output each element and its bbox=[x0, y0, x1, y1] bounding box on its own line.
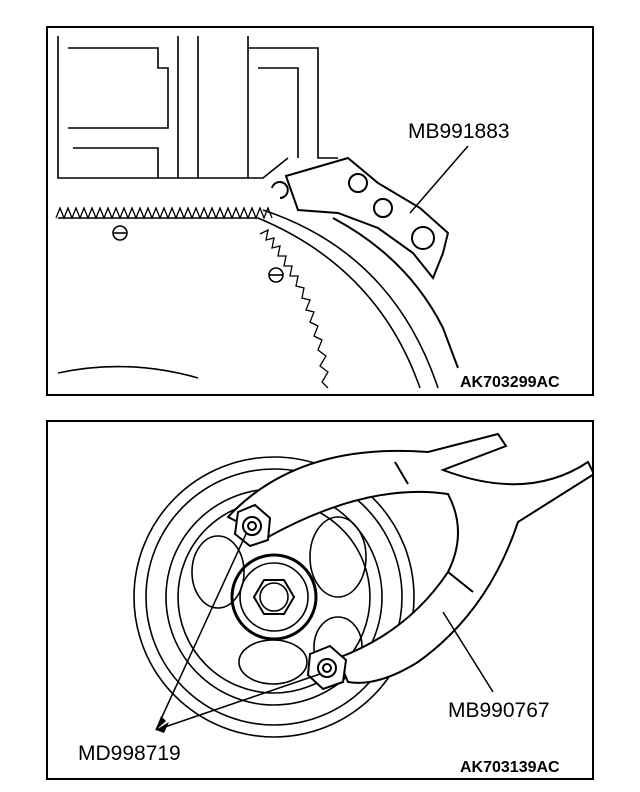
center-bolt-head bbox=[252, 579, 296, 615]
figure-pulley-holder: MB990767 MD998719 AK703139AC bbox=[46, 420, 594, 780]
arrowhead bbox=[156, 716, 166, 730]
ring-gear-inner bbox=[257, 217, 421, 389]
label-mb990767: MB990767 bbox=[448, 699, 550, 722]
pulley-outer-ring bbox=[133, 456, 415, 738]
ring-gear-teeth bbox=[55, 206, 329, 389]
leader-line-mb990767 bbox=[442, 611, 494, 693]
flywheel-stopper-drawing: MB991883 AK703299AC bbox=[55, 36, 560, 391]
arrowhead bbox=[156, 722, 169, 733]
label-mb991883: MB991883 bbox=[408, 120, 510, 143]
label-md998719: MD998719 bbox=[78, 742, 181, 765]
pulley-opening bbox=[309, 516, 367, 598]
pulley-holder-tool bbox=[226, 432, 592, 691]
pulley-opening bbox=[238, 639, 308, 685]
pulley-opening bbox=[191, 535, 245, 609]
flywheel-lower-arc bbox=[57, 365, 199, 379]
stopper-tool bbox=[271, 156, 459, 369]
figure-flywheel-stopper: MB991883 AK703299AC bbox=[46, 26, 594, 396]
figure-code-top: AK703299AC bbox=[460, 374, 560, 391]
leader-line-mb991883 bbox=[409, 145, 469, 214]
leader-line-pin-lower bbox=[155, 673, 321, 731]
center-bolt-washer bbox=[230, 553, 318, 641]
engine-block-outline bbox=[57, 36, 249, 179]
figure-code-bottom: AK703139AC bbox=[460, 759, 560, 776]
leader-line-pin-upper bbox=[155, 533, 247, 731]
pulley-holder-drawing: MB990767 MD998719 AK703139AC bbox=[78, 432, 592, 776]
